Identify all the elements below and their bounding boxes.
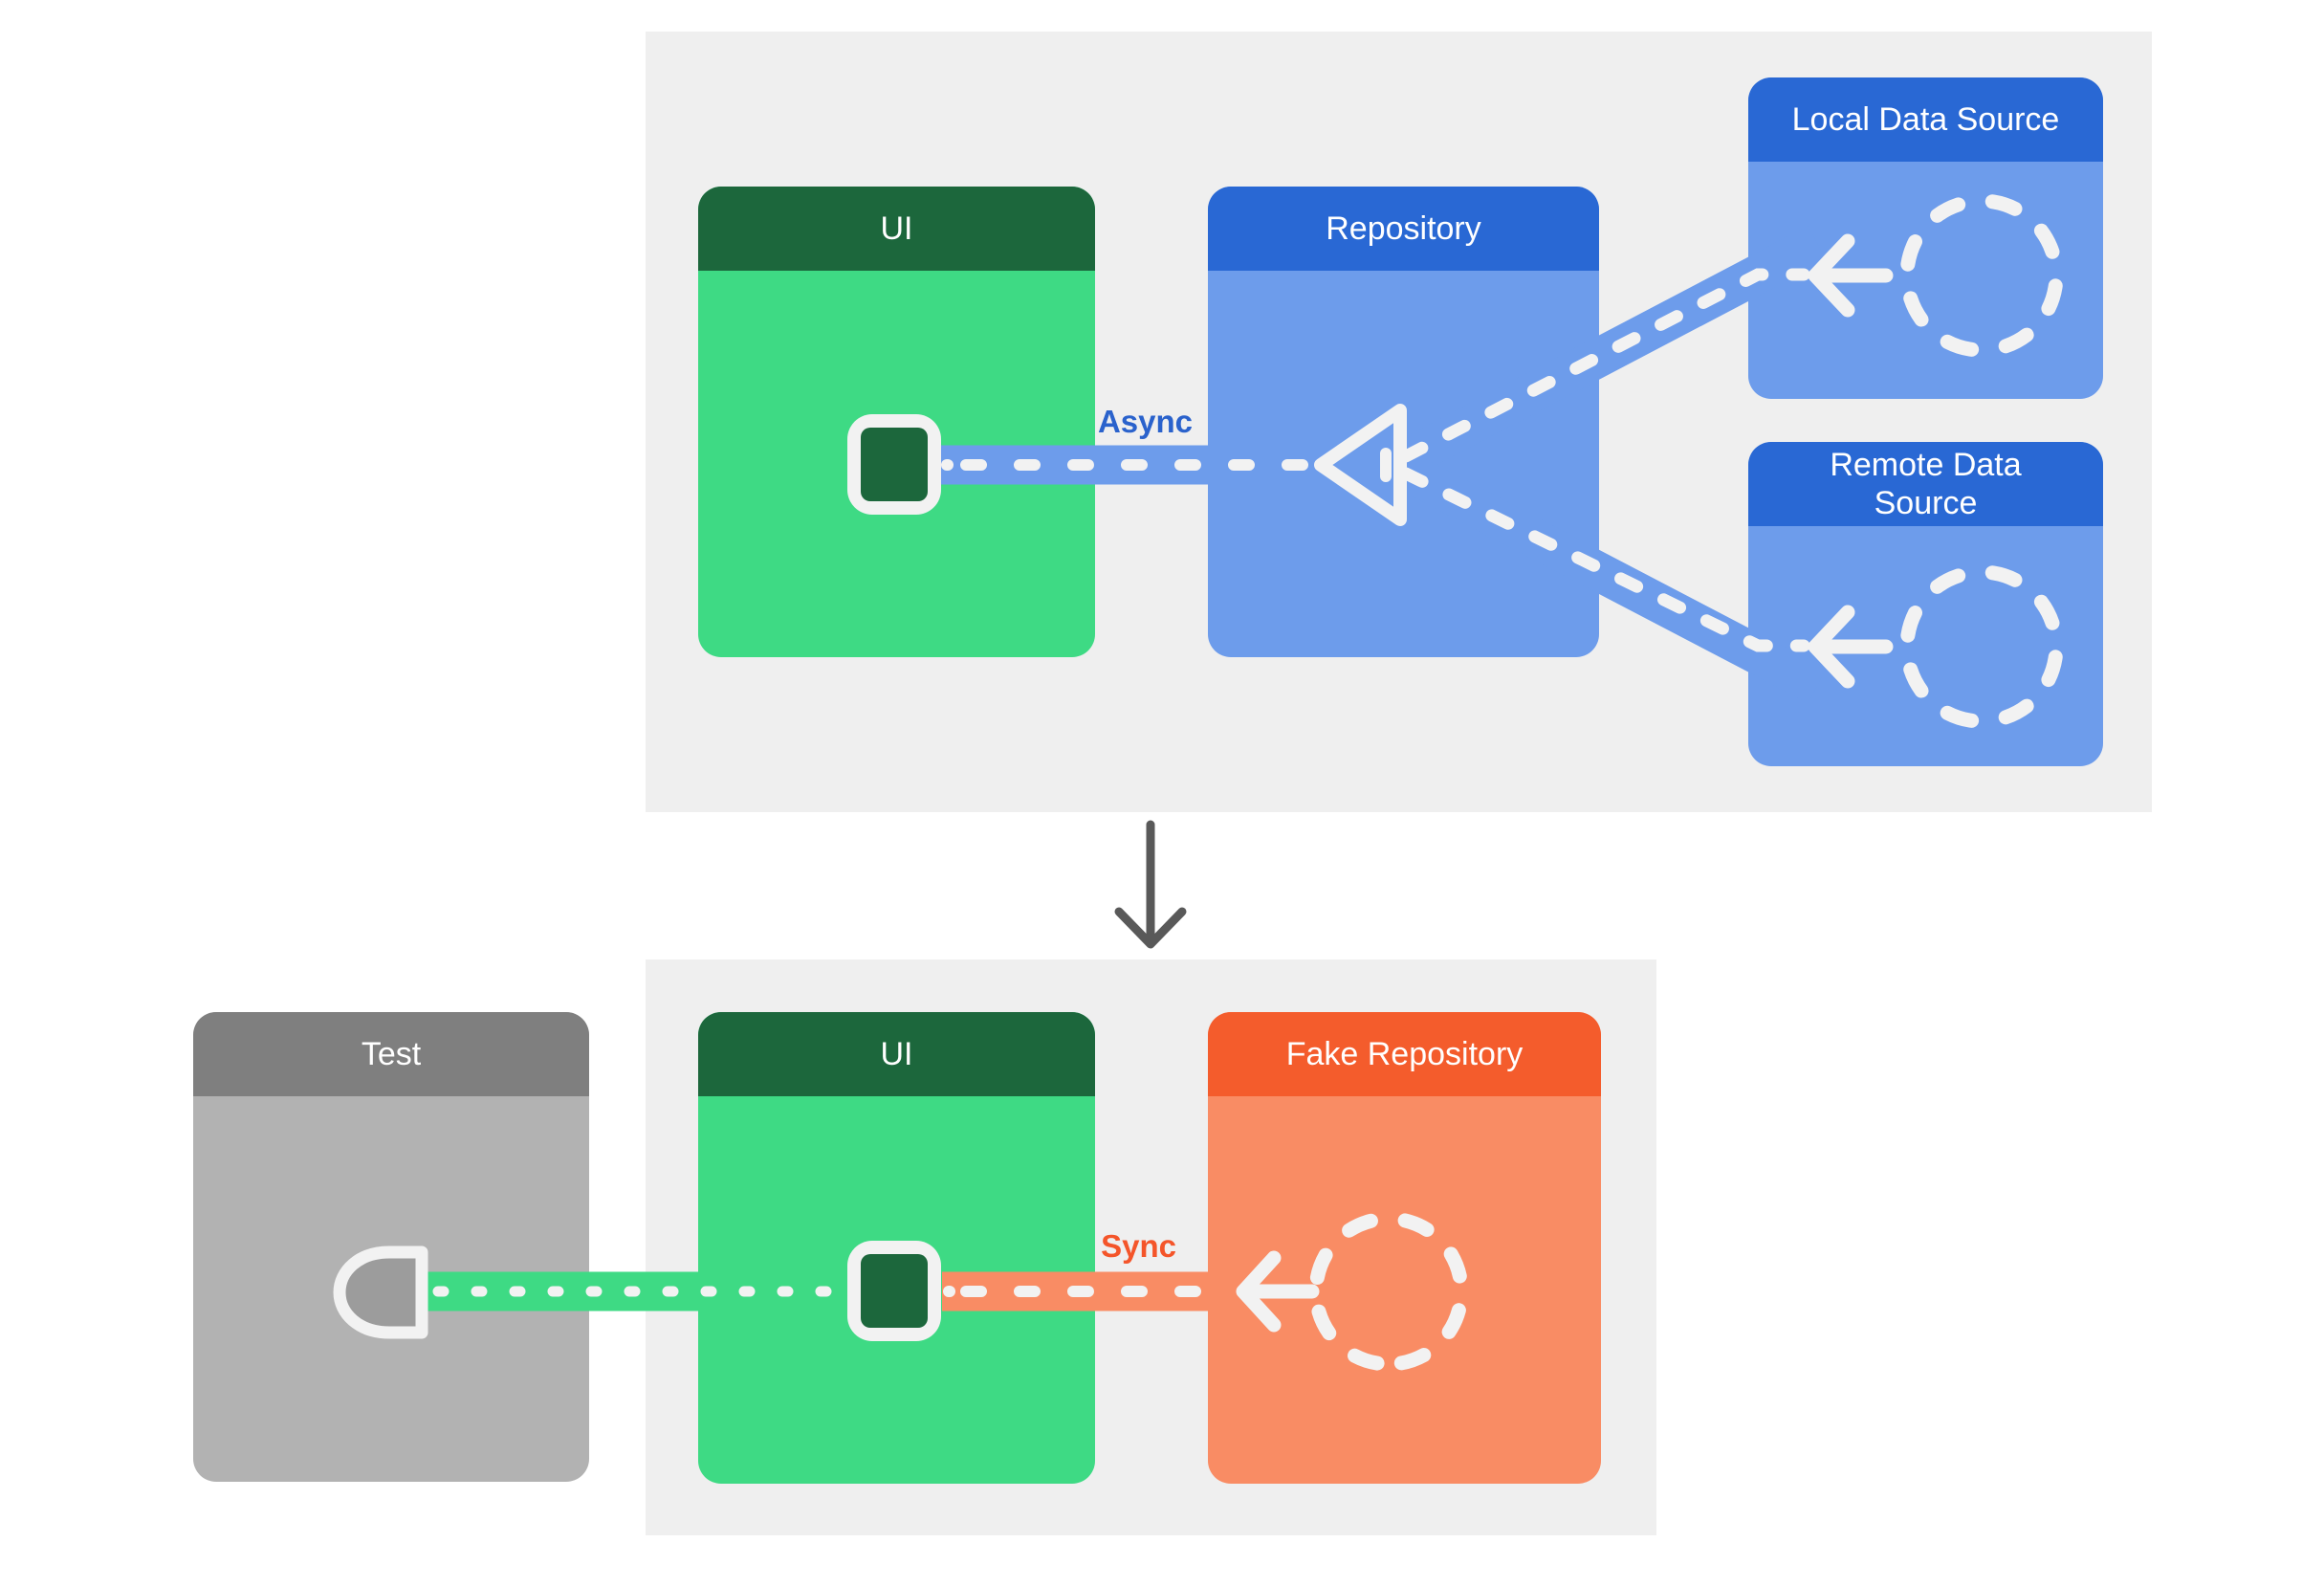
local-data-source-box: Local Data Source [1748, 77, 2103, 399]
fake-repository-box-title: Fake Repository [1208, 1012, 1601, 1096]
test-box: Test [193, 1012, 589, 1482]
test-box-title: Test [193, 1012, 589, 1096]
fake-repository-box: Fake Repository [1208, 1012, 1601, 1484]
sync-label: Sync [1101, 1228, 1176, 1264]
remote-data-source-box: Remote Data Source [1748, 442, 2103, 766]
remote-data-source-box-title: Remote Data Source [1748, 442, 2103, 526]
ui-box-test-title: UI [698, 1012, 1095, 1096]
remote-data-source-box-title-text: Remote Data Source [1830, 446, 2022, 521]
ui-box-title: UI [698, 187, 1095, 271]
ui-box-test: UI [698, 1012, 1095, 1484]
async-label: Async [1097, 404, 1193, 439]
down-arrow-icon [1114, 820, 1187, 949]
ui-box: UI [698, 187, 1095, 657]
repository-box: Repository [1208, 187, 1599, 657]
local-data-source-box-title: Local Data Source [1748, 77, 2103, 162]
repository-box-title: Repository [1208, 187, 1599, 271]
